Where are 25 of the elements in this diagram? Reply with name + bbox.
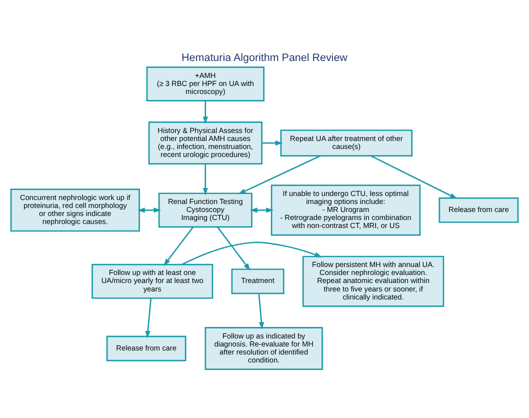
arrow [164,226,194,266]
arrow [137,207,162,212]
node-box: Concurrent nephrologic work up if proteinuria, red cell morphology or other signs indicate nephrologic causes. [10,188,140,232]
arrow [202,163,208,195]
arrow [182,241,322,265]
node-box: Follow persistent MH with annual UA. Consider nephrologic evaluation. Repeat anatomic evaluation within three to five years or sooner, if clinically indicated. [302,255,444,306]
node-box: Release from care [106,335,186,361]
arrow [262,140,283,146]
node-box: +AMH (≥ 3 RBC per HPF on UA with microscopy) [146,66,264,101]
node-box: Renal Function Testing Cystoscopy Imaging (CTU) [158,192,252,228]
diagram-title: Hematuria Algorithm Panel Review [182,51,348,64]
node-box: Release from care [438,196,519,222]
node-box: Follow up as indicated by diagnosis. Re-evaluate for MH after resolution of identified condition. [204,326,323,370]
node-box: Follow up with at least one UA/micro yearly for at least two years [92,263,214,298]
arrow [250,207,274,212]
arrow [370,154,458,198]
arrow [217,226,250,270]
node-box: History & Physical Assess for other potential AMH causes (e.g., infection, menstruation, recent urologic procedures) [148,121,262,164]
arrow [258,292,264,329]
node-box: Treatment [231,268,284,294]
arrow [202,100,208,124]
node-box: If unable to undergo CTU, less optimal imaging options include: - MR Urogram - Retrograde pyelograms in combination with non-contrast CT, MRI, or US [270,184,421,236]
arrow [238,154,320,194]
arrow [145,298,152,338]
node-box: Repeat UA after treatment of other cause(s) [280,129,413,156]
